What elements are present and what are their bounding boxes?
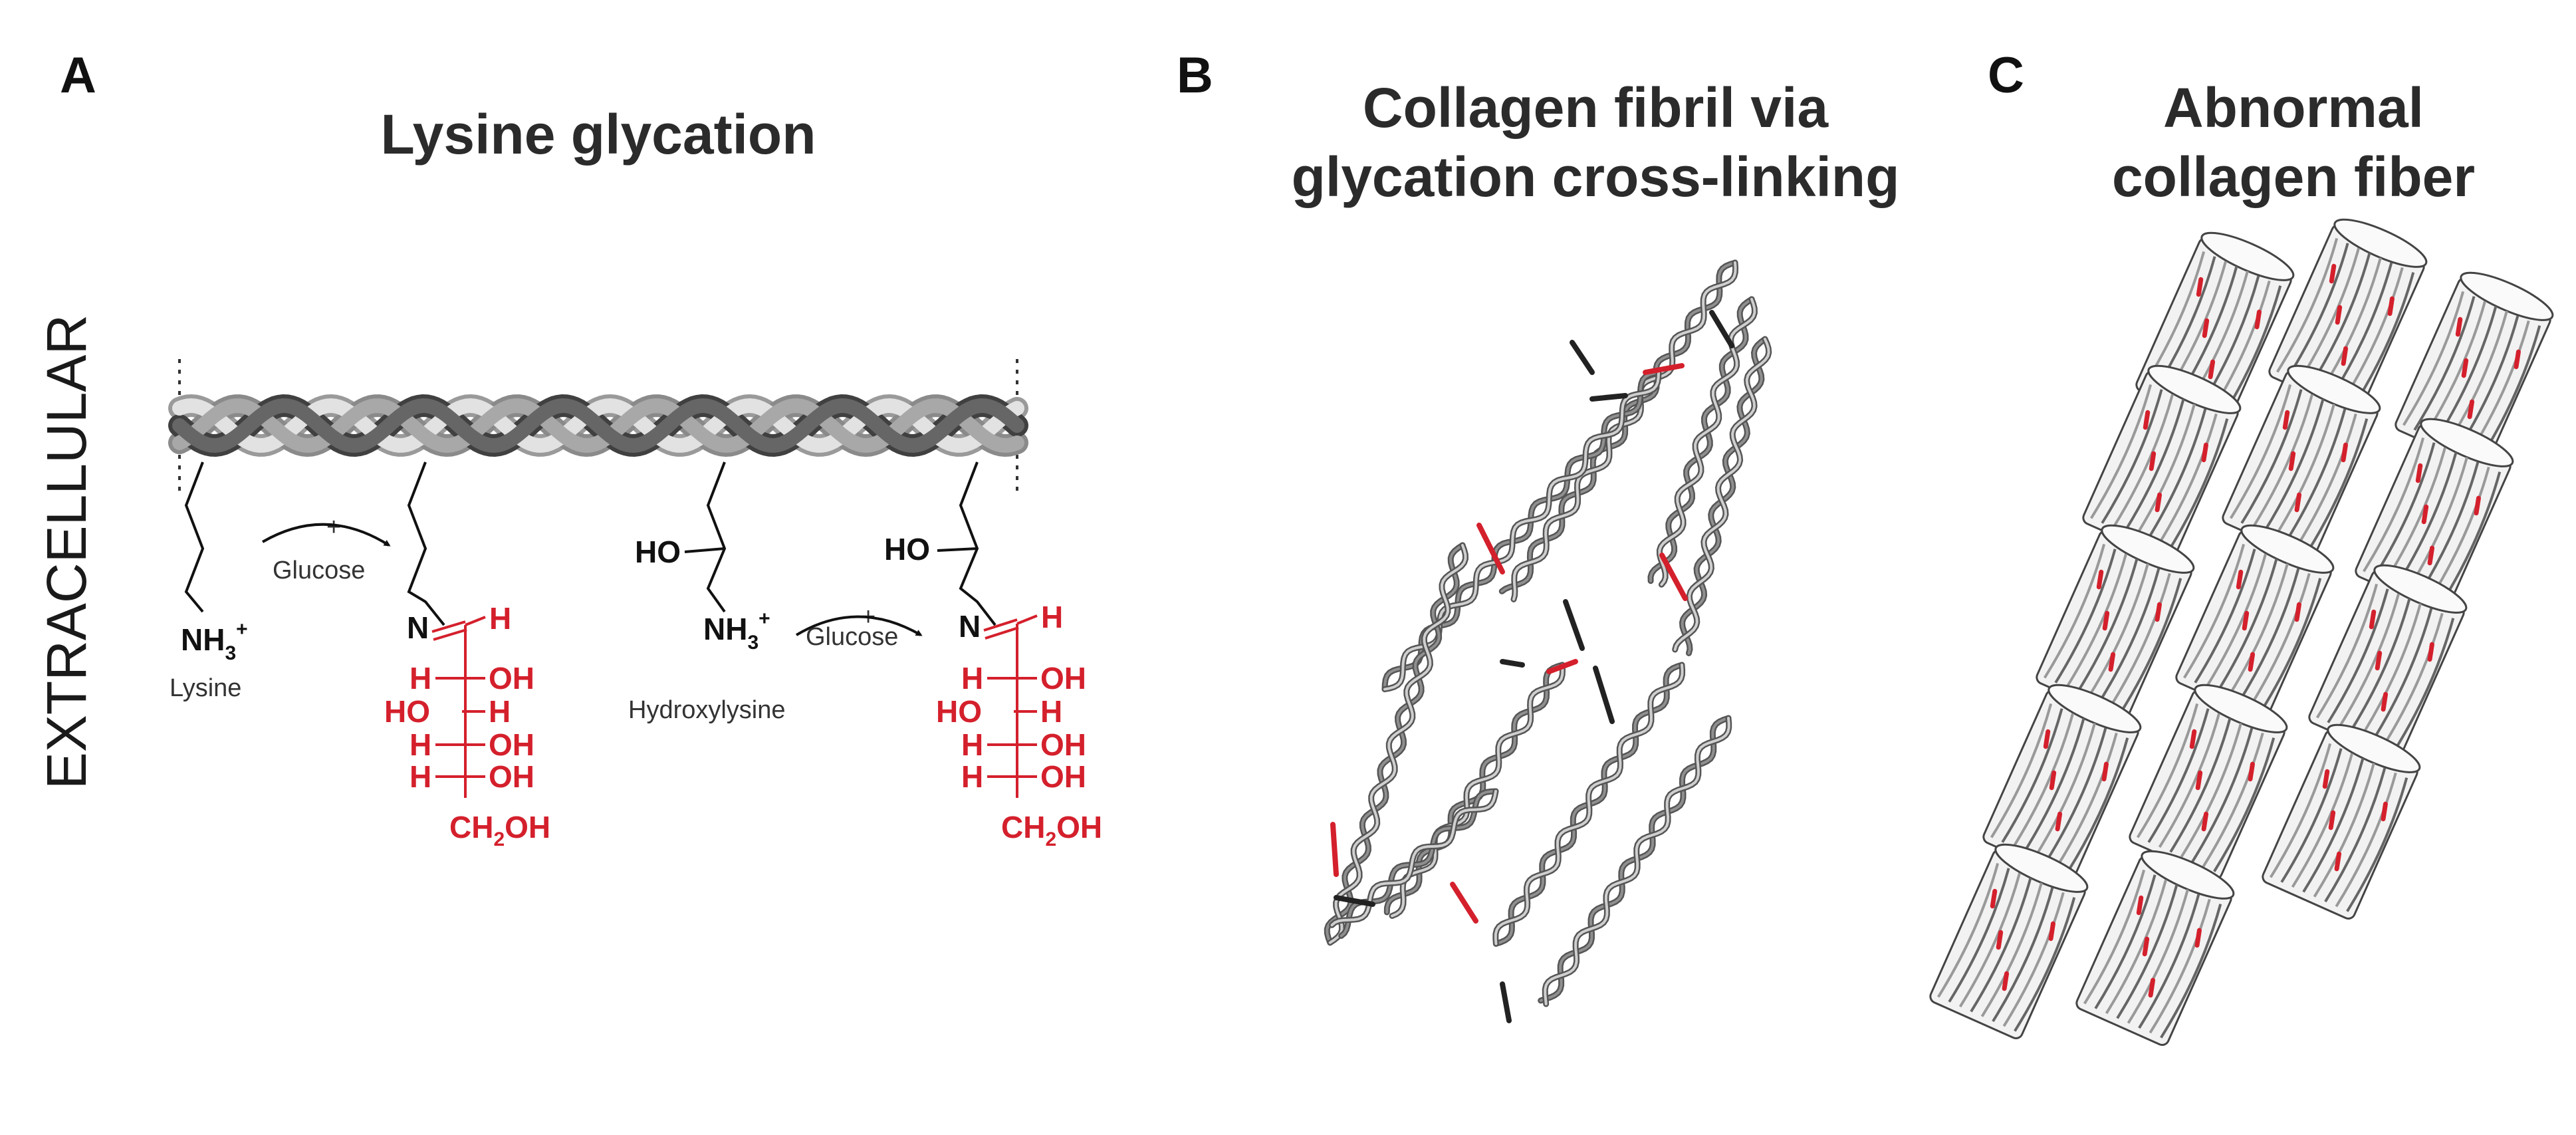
hydroxylysine-group: HO NH3+ Hydroxylysine + Glucose: [628, 461, 923, 724]
panel-b-letter: B: [1177, 47, 1213, 104]
sugar-1-oh-4: OH: [489, 759, 534, 794]
fibril-8: [1672, 336, 1772, 656]
fiber-segment-14: [2262, 723, 2421, 920]
fibril-3: [1324, 542, 1469, 946]
sugar-2-ho-2: HO: [936, 694, 982, 729]
fiber-segment-13: [2308, 564, 2468, 760]
imine-bond-2: [983, 618, 1018, 632]
lysine-label: Lysine: [170, 674, 241, 702]
crosslink-5: [1563, 599, 1585, 651]
crosslink-8: [1593, 666, 1615, 724]
glycated-hydroxylysine-n: N: [959, 609, 981, 644]
panel-c-title-line-1: Abnormal: [2163, 76, 2424, 139]
panel-c-title: Abnormal collagen fiber: [2094, 73, 2493, 211]
sugar-1-oh-3: OH: [489, 727, 534, 762]
fibril-6: [1538, 715, 1732, 1007]
sugar-1-oh-1: OH: [489, 661, 534, 695]
glycated-hydroxylysine-chain: [959, 461, 996, 626]
sugar-2-oh-4: OH: [1040, 759, 1086, 794]
aldehyde-h-1: H: [489, 601, 511, 636]
crosslink-4: [1476, 523, 1505, 574]
sugar-1-h-2: H: [489, 694, 511, 729]
helix-strand-light-fill: [172, 398, 1024, 453]
crosslink-11: [1450, 882, 1478, 924]
fiber-segment-9: [2129, 684, 2288, 880]
panel-b-title: Collagen fibril via glycation cross-link…: [1197, 73, 1994, 211]
sugar-2-ch2oh: CH2OH: [1001, 810, 1102, 850]
reaction-arrow-1: [261, 523, 391, 547]
fibril-5: [1492, 662, 1686, 947]
aldehyde-h-bond-2: [1016, 614, 1038, 625]
crosslink-14: [1659, 553, 1688, 601]
hydroxylysine-chain: [706, 461, 727, 613]
lysine-nh3: NH3+: [181, 618, 248, 664]
hydroxylysine-ho: HO: [635, 535, 681, 569]
sugar-2-h-1: H: [961, 661, 983, 695]
hydroxylysine-label: Hydroxylysine: [628, 696, 786, 724]
fiber-segment-7: [2222, 364, 2381, 561]
sugar-1-ch2oh: CH2OH: [449, 810, 550, 850]
helix-strand-mid-fill: [172, 398, 1024, 453]
crosslink-12: [1500, 981, 1512, 1023]
panel-c-letter: C: [1988, 47, 2024, 104]
lysine-group: NH3+ Lysine + Glucose: [170, 461, 391, 702]
sugar-2-h-4: H: [961, 759, 983, 794]
collagen-fibril-diagram: [1324, 259, 1772, 1023]
panel-a-title: Lysine glycation: [380, 103, 816, 166]
sugar-2-h-3: H: [961, 727, 983, 762]
collagen-triple-helix: [168, 359, 1028, 492]
sugar-1-h-4: H: [410, 759, 431, 794]
glycated-hydroxylysine-group: HO N H H OH HO H H OH H OH CH2OH: [884, 461, 1102, 850]
hydroxyl-bond-2: [937, 547, 978, 552]
sugar-1-h-3: H: [410, 727, 431, 762]
aldehyde-h-2: H: [1041, 600, 1063, 634]
fiber-segment-8: [2175, 524, 2335, 720]
imine-bond-1: [431, 620, 466, 633]
glycated-hydroxylysine-ho: HO: [884, 532, 930, 567]
crosslink-13: [1709, 310, 1734, 348]
imine-bond-1b: [433, 628, 467, 641]
crosslink-3: [1643, 363, 1685, 375]
crosslink-10: [1334, 895, 1375, 907]
hydroxylysine-nh3: NH3+: [703, 608, 770, 654]
panel-b-title-line-2: glycation cross-linking: [1291, 146, 1900, 208]
glucose-label-2: Glucose: [806, 623, 898, 651]
panel-b-title-line-1: Collagen fibril via: [1362, 76, 1829, 139]
abnormal-collagen-fiber-diagram: [1929, 218, 2554, 1046]
sugar-2-oh-3: OH: [1040, 727, 1086, 762]
sugar-2-h-2: H: [1040, 694, 1062, 729]
crosslink-9: [1330, 822, 1339, 877]
crosslink-6: [1500, 659, 1525, 668]
glucose-label-1: Glucose: [273, 557, 365, 584]
fiber-segment-10: [2075, 850, 2235, 1046]
helix-strand-dark-fill: [172, 398, 1024, 453]
reaction-arrow-2: [795, 615, 923, 636]
panel-a-letter: A: [60, 47, 96, 104]
aldehyde-h-bond-1: [465, 616, 486, 626]
crosslink-2: [1589, 393, 1628, 402]
hydroxyl-bond-1: [684, 547, 725, 553]
fiber-segment-2: [2082, 364, 2242, 561]
sugar-1-h-1: H: [410, 661, 431, 695]
glycated-lysine-chain: [407, 461, 445, 626]
glucose-plus-1: +: [326, 513, 341, 541]
sugar-2-oh-1: OH: [1040, 661, 1086, 695]
crosslink-7: [1546, 659, 1578, 674]
crosslink-1: [1570, 340, 1595, 375]
sugar-1-ho-2: HO: [384, 694, 430, 729]
lysine-chain: [184, 461, 205, 613]
fiber-segment-5: [1929, 843, 2089, 1039]
panel-c-title-line-2: collagen fiber: [2111, 146, 2476, 208]
fiber-segment-4: [1982, 684, 2142, 880]
glycated-lysine-group: N H H OH HO H H OH H OH CH2OH: [384, 461, 550, 850]
glycated-lysine-n: N: [407, 610, 429, 645]
imine-bond-2b: [985, 626, 1019, 640]
